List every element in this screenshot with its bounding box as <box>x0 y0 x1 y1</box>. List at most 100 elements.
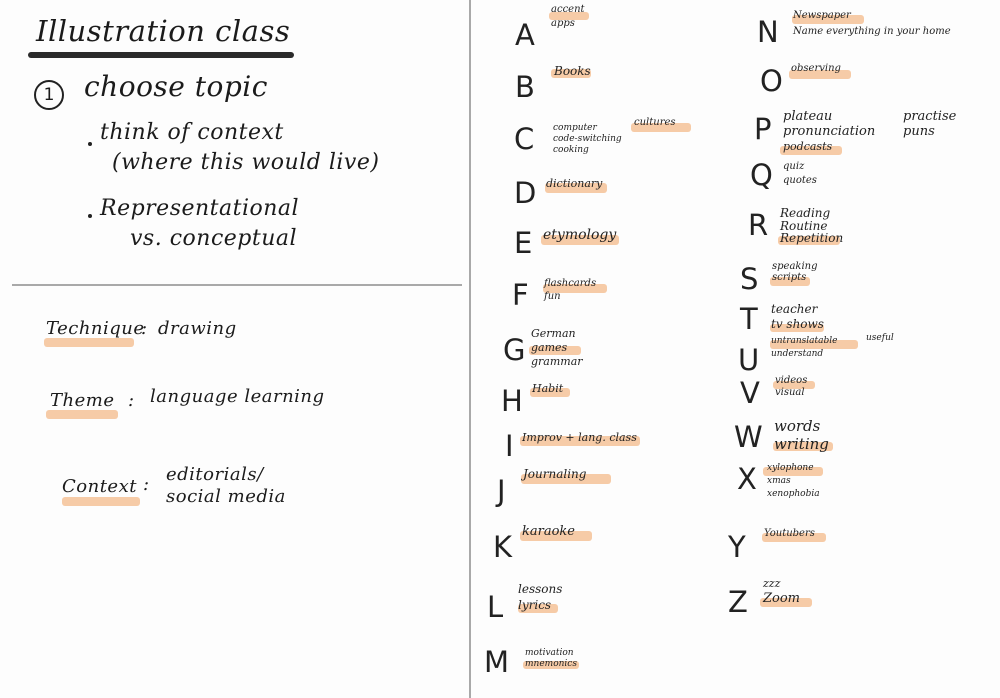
highlight <box>62 497 140 506</box>
alphabet-letter-m: M <box>484 645 510 679</box>
highlight <box>770 340 858 349</box>
word-G-2: games <box>531 341 568 354</box>
alphabet-letter-j: J <box>497 474 506 508</box>
word-M-2: mnemonics <box>525 659 577 669</box>
alphabet-letter-a: A <box>515 18 535 52</box>
alphabet-letter-k: K <box>493 530 513 564</box>
alphabet-letter-s: S <box>740 262 759 296</box>
word-A-2: apps <box>551 18 575 29</box>
alphabet-letter-g: G <box>503 333 526 367</box>
alphabet-letter-d: D <box>514 176 537 210</box>
alphabet-letter-c: C <box>514 122 535 156</box>
word-N-1: Newspaper <box>793 10 851 21</box>
word-Q-2: quotes <box>783 175 817 186</box>
word-I-1: Improv + lang. class <box>522 431 637 444</box>
highlight <box>44 338 134 347</box>
highlight <box>773 381 815 389</box>
word-P-3: podcasts <box>783 140 833 153</box>
highlight <box>792 15 864 24</box>
highlight <box>520 436 640 446</box>
field-sep: : <box>128 390 135 411</box>
step-label: choose topic <box>84 70 268 103</box>
highlight <box>541 235 619 245</box>
title-underline <box>28 52 294 58</box>
word-L-2: lyrics <box>518 598 552 612</box>
word-E-1: etymology <box>543 227 617 243</box>
word-F-2: fun <box>544 291 561 302</box>
bullet-2-line-1: Representational <box>100 196 300 221</box>
word-K-1: karaoke <box>522 524 575 539</box>
word-U-2: useful <box>866 333 894 343</box>
highlight <box>545 183 607 193</box>
highlight <box>778 236 840 245</box>
word-L-1: lessons <box>518 582 563 596</box>
alphabet-letter-h: H <box>501 384 523 418</box>
highlight <box>543 284 607 293</box>
highlight <box>773 442 833 451</box>
highlight <box>770 324 824 332</box>
word-S-2: scripts <box>772 272 807 283</box>
word-P-5: puns <box>903 124 935 139</box>
word-X-3: xenophobia <box>767 489 820 499</box>
alphabet-letter-u: U <box>738 343 760 377</box>
word-Y-1: Youtubers <box>764 528 815 539</box>
word-P-2: pronunciation <box>783 124 876 139</box>
highlight <box>770 277 810 286</box>
alphabet-letter-q: Q <box>750 158 773 192</box>
field-sep: : <box>143 474 150 495</box>
word-T-1: teacher <box>771 302 818 316</box>
highlight <box>46 410 118 419</box>
field-label-theme: Theme <box>50 390 115 411</box>
alphabet-letter-p: P <box>754 112 772 146</box>
highlight <box>760 598 812 607</box>
word-D-1: dictionary <box>546 177 603 190</box>
word-M-1: motivation <box>525 648 574 658</box>
alphabet-letter-v: V <box>740 376 760 410</box>
field-value-context-1: editorials/ <box>166 464 264 485</box>
alphabet-letter-o: O <box>760 64 783 98</box>
word-R-1: Reading <box>780 206 831 220</box>
field-value-technique: drawing <box>158 318 237 339</box>
bullet-1-line-2: (where this would live) <box>112 150 380 175</box>
word-P-4: practise <box>903 109 957 124</box>
highlight <box>520 531 592 541</box>
highlight <box>762 533 826 542</box>
field-value-theme: language learning <box>150 386 325 407</box>
word-Z-1: zzz <box>763 577 781 590</box>
word-X-1: xylophone <box>767 463 814 473</box>
highlight <box>529 346 581 355</box>
word-F-1: flashcards <box>544 278 597 289</box>
bullet-2-line-2: vs. conceptual <box>130 226 298 251</box>
alphabet-letter-f: F <box>512 278 529 312</box>
word-Q-1: quiz <box>783 161 805 172</box>
bullet-1-line-1: think of context <box>100 120 284 145</box>
word-G-3: grammar <box>531 355 583 368</box>
word-Z-2: Zoom <box>763 591 801 606</box>
alphabet-letter-n: N <box>757 15 779 49</box>
highlight <box>763 467 823 476</box>
field-sep: : <box>141 318 148 339</box>
word-T-2: tv shows <box>771 317 824 331</box>
highlight <box>780 146 842 155</box>
alphabet-letter-e: E <box>514 226 533 260</box>
word-V-1: videos <box>775 375 808 386</box>
word-W-2: writing <box>774 435 829 453</box>
word-A-1: accent <box>551 4 585 15</box>
field-label-context: Context <box>62 476 137 497</box>
highlight <box>631 123 691 132</box>
page-divider-vertical <box>469 0 471 698</box>
highlight <box>789 70 851 79</box>
word-C-1: computer <box>553 123 597 133</box>
alphabet-letter-t: T <box>740 302 758 336</box>
highlight <box>551 69 591 78</box>
alphabet-letter-w: W <box>734 420 763 454</box>
page-divider-horizontal <box>12 284 462 286</box>
alphabet-letter-r: R <box>748 208 769 242</box>
field-label-technique: Technique <box>46 318 145 339</box>
step-number-circle: 1 <box>34 80 64 110</box>
word-O-1: observing <box>791 63 841 74</box>
highlight <box>523 661 579 669</box>
word-U-3: understand <box>771 349 824 359</box>
highlight <box>530 388 570 397</box>
alphabet-letter-i: I <box>505 429 514 463</box>
